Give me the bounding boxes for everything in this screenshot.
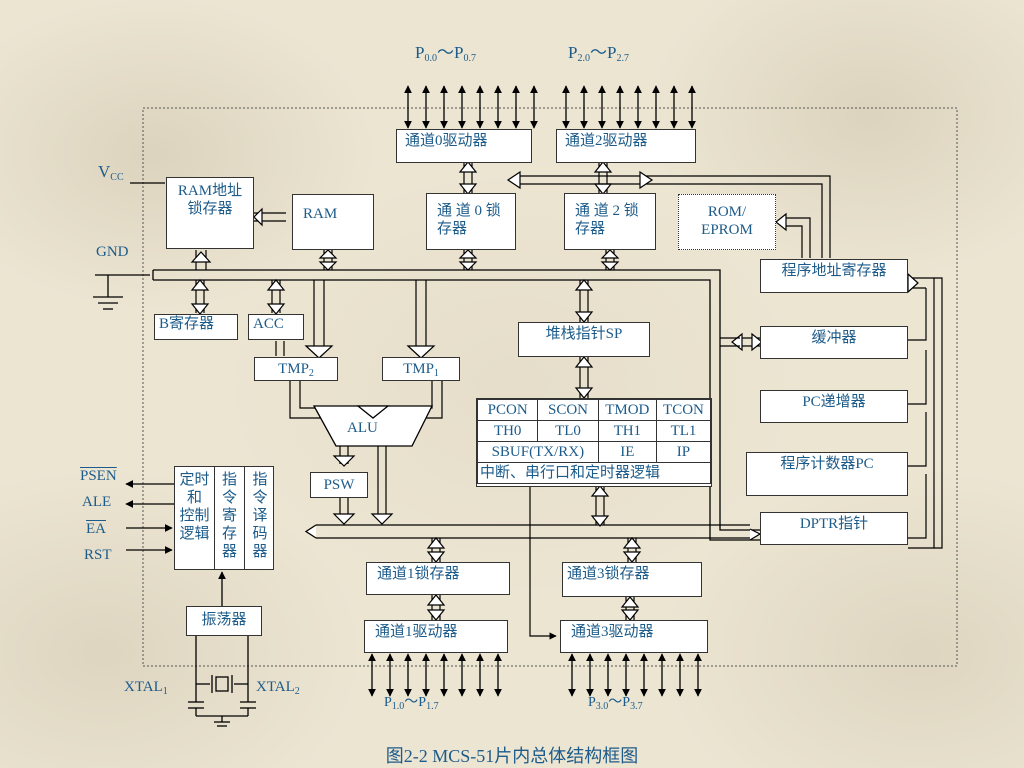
- port-p1-label: P1.0～P1.7: [384, 695, 439, 712]
- sfr-cell: TL1: [655, 420, 712, 442]
- sfr-cell: SBUF(TX/RX): [477, 441, 599, 463]
- ram-address-latch: RAM地址 锁存器: [166, 177, 254, 249]
- rom-line1: ROM/: [707, 204, 747, 220]
- ale-pin-label: ALE: [82, 494, 112, 510]
- channel-0-latch-line2: 存器: [437, 221, 468, 237]
- sfr-cell: IP: [655, 441, 712, 463]
- sfr-table: PCON SCON TMOD TCON TH0 TL0 TH1 TL1 SBUF…: [476, 399, 712, 484]
- tmp1-register: TMP1: [382, 357, 460, 381]
- alu-label: ALU: [347, 420, 378, 436]
- sfr-cell: TMOD: [597, 399, 657, 421]
- psen-pin-label: PSEN: [80, 468, 117, 484]
- timing-control-logic: 定时 和 控制 逻辑: [175, 467, 215, 569]
- pc-incrementer: PC递增器: [760, 390, 908, 423]
- ram-address-latch-line2: 锁存器: [187, 201, 233, 217]
- sfr-cell: TH1: [597, 420, 657, 442]
- control-logic-block: 定时 和 控制 逻辑 指 令 寄 存 器 指 令 译 码 器: [174, 466, 274, 570]
- buffer-block: 缓冲器: [760, 326, 908, 359]
- xtal2-label: XTAL2: [256, 679, 300, 697]
- instruction-decoder-char: 码: [252, 526, 268, 542]
- sfr-cell: IE: [597, 441, 657, 463]
- b-register: B寄存器: [154, 314, 238, 340]
- ea-pin-label: EA: [86, 521, 106, 537]
- sfr-row: TH0 TL0 TH1 TL1: [476, 420, 712, 442]
- instruction-decoder-char: 器: [252, 544, 268, 560]
- timing-control-line: 定时: [179, 472, 210, 488]
- psw-register: PSW: [310, 472, 368, 498]
- sfr-row: SBUF(TX/RX) IE IP: [477, 441, 712, 463]
- sfr-cell: TCON: [655, 399, 712, 421]
- channel-2-driver: 通道2驱动器: [556, 129, 696, 163]
- instruction-register-char: 寄: [221, 508, 237, 524]
- channel-1-latch: 通道1锁存器: [366, 562, 510, 595]
- channel-3-latch: 通道3锁存器: [562, 562, 702, 597]
- instruction-decoder: 指 令 译 码 器: [245, 467, 275, 569]
- timing-control-line: 控制: [179, 508, 210, 524]
- channel-2-latch-line1: 通 道 2 锁: [575, 203, 639, 219]
- rom-line2: EPROM: [701, 222, 753, 238]
- port-p0-label: P0.0～P0.7: [415, 43, 476, 65]
- ram-block: RAM: [292, 194, 374, 250]
- channel-3-driver: 通道3驱动器: [560, 620, 708, 653]
- instruction-register-char: 令: [221, 490, 237, 506]
- channel-0-driver: 通道0驱动器: [396, 129, 532, 163]
- sfr-cell: TH0: [476, 420, 539, 442]
- gnd-label: GND: [96, 244, 129, 260]
- sfr-row: 中断、串行口和定时器逻辑: [477, 462, 711, 484]
- channel-2-latch-line2: 存器: [575, 221, 606, 237]
- sfr-cell: SCON: [537, 399, 599, 421]
- oscillator-block: 振荡器: [186, 606, 262, 636]
- accumulator: ACC: [248, 314, 304, 340]
- instruction-register: 指 令 寄 存 器: [215, 467, 245, 569]
- channel-0-latch: 通 道 0 锁 存器: [426, 193, 516, 250]
- timing-control-line: 逻辑: [179, 526, 210, 542]
- ram-address-latch-line1: RAM地址: [177, 183, 243, 199]
- port-p3-label: P3.0～P3.7: [588, 695, 643, 712]
- instruction-decoder-char: 译: [252, 508, 268, 524]
- rom-eprom-block: ROM/ EPROM: [678, 194, 776, 250]
- program-counter: 程序计数器PC: [746, 452, 908, 496]
- instruction-register-char: 器: [221, 544, 237, 560]
- sfr-footer: 中断、串行口和定时器逻辑: [477, 462, 711, 484]
- sfr-cell: TL0: [537, 420, 599, 442]
- xtal1-label: XTAL1: [124, 679, 168, 697]
- instruction-register-char: 指: [221, 472, 237, 488]
- alu-shape: [312, 405, 434, 447]
- sfr-row: PCON SCON TMOD TCON: [476, 399, 712, 421]
- program-address-register: 程序地址寄存器: [760, 259, 908, 293]
- figure-caption: 图2-2 MCS-51片内总体结构框图: [385, 746, 639, 766]
- channel-2-latch: 通 道 2 锁 存器: [564, 193, 656, 250]
- instruction-register-char: 存: [221, 526, 237, 542]
- sfr-cell: PCON: [476, 399, 539, 421]
- timing-control-line: 和: [186, 490, 202, 506]
- dptr-register: DPTR指针: [760, 512, 908, 545]
- vcc-label: VCC: [98, 162, 124, 184]
- sfr-block: PCON SCON TMOD TCON TH0 TL0 TH1 TL1 SBUF…: [476, 398, 712, 487]
- channel-0-latch-line1: 通 道 0 锁: [437, 203, 501, 219]
- channel-1-driver: 通道1驱动器: [364, 620, 508, 653]
- tmp2-register: TMP2: [254, 357, 338, 381]
- rst-pin-label: RST: [84, 547, 112, 563]
- instruction-decoder-char: 令: [252, 490, 268, 506]
- instruction-decoder-char: 指: [252, 472, 268, 488]
- port-p2-label: P2.0～P2.7: [568, 43, 629, 65]
- stack-pointer: 堆栈指针SP: [518, 322, 650, 357]
